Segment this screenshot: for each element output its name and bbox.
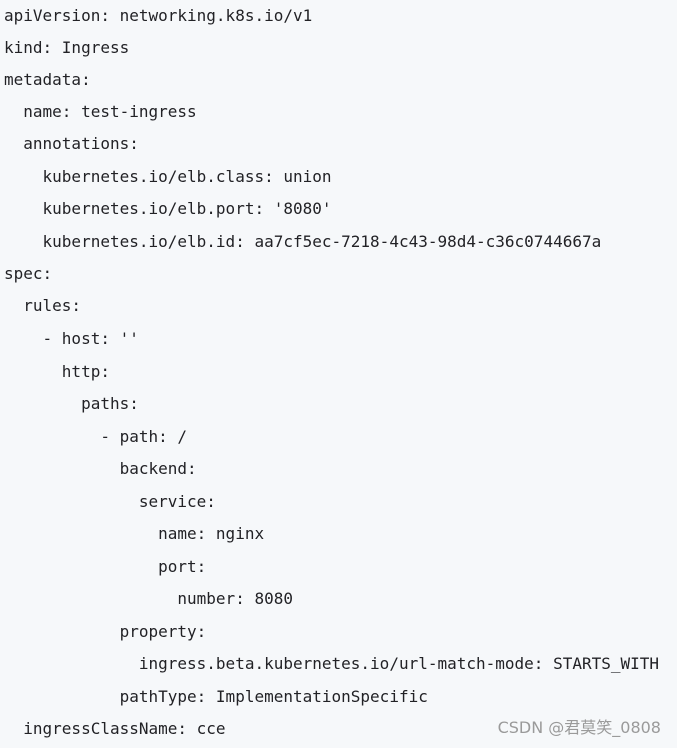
code-line: name: nginx: [4, 524, 265, 543]
code-line: ingressClassName: cce: [4, 719, 226, 738]
code-line: kind: Ingress: [4, 38, 130, 57]
code-line: ingress.beta.kubernetes.io/url-match-mod…: [4, 654, 660, 673]
code-line: - host: '': [4, 329, 139, 348]
code-line: backend:: [4, 459, 197, 478]
code-line: spec:: [4, 264, 53, 283]
csdn-watermark: CSDN @君莫笑_0808: [497, 718, 661, 737]
code-line: property:: [4, 622, 207, 641]
code-line: port:: [4, 557, 207, 576]
code-line: paths:: [4, 394, 139, 413]
code-line: kubernetes.io/elb.port: '8080': [4, 199, 332, 218]
code-line: http:: [4, 362, 110, 381]
code-line: metadata:: [4, 70, 91, 89]
code-line: pathType: ImplementationSpecific: [4, 687, 428, 706]
code-line: number: 8080: [4, 589, 293, 608]
code-line: rules:: [4, 296, 82, 315]
code-line: kubernetes.io/elb.class: union: [4, 167, 332, 186]
code-line: apiVersion: networking.k8s.io/v1: [4, 6, 313, 25]
code-line: - path: /: [4, 427, 188, 446]
code-line: name: test-ingress: [4, 102, 197, 121]
code-line: annotations:: [4, 134, 139, 153]
code-line: service:: [4, 492, 216, 511]
code-line: kubernetes.io/elb.id: aa7cf5ec-7218-4c43…: [4, 232, 602, 251]
